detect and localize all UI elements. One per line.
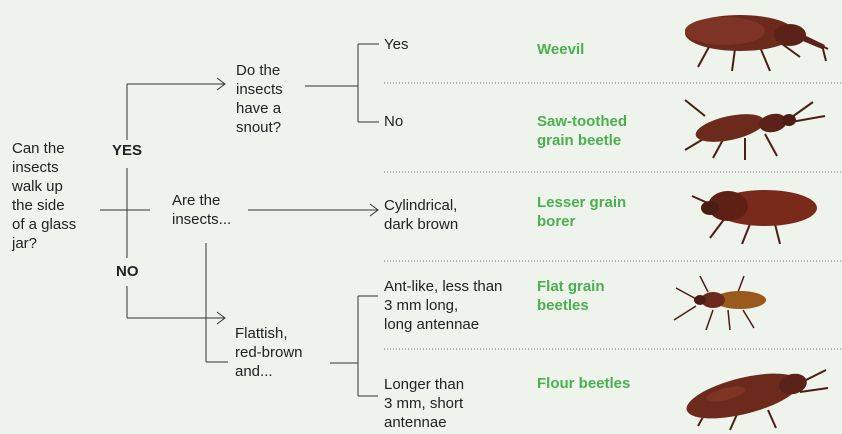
branch-yes-label: YES <box>112 141 142 160</box>
lesser-grain-borer-image <box>680 178 830 248</box>
answer-longer: Longer than 3 mm, short antennae <box>384 375 464 432</box>
result-lesser-grain-borer: Lesser grain borer <box>537 193 626 231</box>
result-weevil: Weevil <box>537 40 584 59</box>
weevil-image <box>650 5 840 77</box>
result-saw-toothed: Saw-toothed grain beetle <box>537 112 627 150</box>
result-flour-beetles: Flour beetles <box>537 374 630 393</box>
branch-no-label: NO <box>116 262 139 281</box>
answer-ant-like: Ant-like, less than 3 mm long, long ante… <box>384 277 502 334</box>
saw-toothed-beetle-image <box>665 92 835 164</box>
flour-beetle-image <box>668 360 838 432</box>
flat-grain-beetle-image <box>668 270 778 340</box>
root-question: Can the insects walk up the side of a gl… <box>12 139 76 253</box>
answer-yes: Yes <box>384 35 408 54</box>
question-are-the-insects: Are the insects... <box>172 191 231 229</box>
answer-no: No <box>384 112 403 131</box>
result-flat-grain-beetles: Flat grain beetles <box>537 277 605 315</box>
question-flattish: Flattish, red-brown and... <box>235 324 303 381</box>
question-snout: Do the insects have a snout? <box>236 61 283 137</box>
answer-cylindrical: Cylindrical, dark brown <box>384 196 458 234</box>
